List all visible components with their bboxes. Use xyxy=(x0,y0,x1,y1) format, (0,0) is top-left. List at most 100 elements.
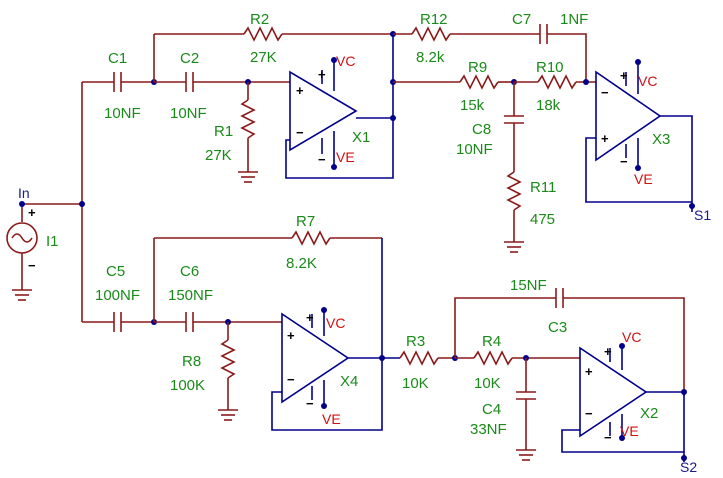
r11-value: 475 xyxy=(530,211,555,228)
r4-value: 10K xyxy=(474,375,501,392)
opamp-x2[interactable]: + − xyxy=(561,346,685,462)
x3-vc: VC xyxy=(638,73,657,89)
i1-ref: I1 xyxy=(46,233,59,250)
r10-value: 18k xyxy=(536,97,561,114)
svg-text:+: + xyxy=(287,328,295,343)
node-dot xyxy=(79,201,85,207)
svg-text:+: + xyxy=(620,68,628,83)
svg-text:+: + xyxy=(28,205,36,220)
c2-ref: C2 xyxy=(180,50,199,67)
node-dot xyxy=(321,403,327,409)
c2-value: 10NF xyxy=(170,105,207,122)
x2-vc: VC xyxy=(622,329,641,345)
resistor-r1[interactable] xyxy=(238,82,258,183)
c7-ref: C7 xyxy=(512,11,531,28)
r8-ref: R8 xyxy=(182,353,201,370)
c6-value: 150NF xyxy=(168,287,213,304)
resistor-r11[interactable] xyxy=(504,171,524,253)
c4-value: 33NF xyxy=(470,421,507,438)
svg-text:−: − xyxy=(287,372,295,387)
node-dot xyxy=(321,307,327,313)
x4-vc: VC xyxy=(326,315,345,331)
capacitor-c2[interactable] xyxy=(154,72,290,92)
node-dot xyxy=(331,164,337,170)
output-s1-node[interactable] xyxy=(689,203,695,209)
r2-ref: R2 xyxy=(250,11,269,28)
svg-text:+: + xyxy=(318,67,326,82)
capacitor-c4[interactable] xyxy=(516,358,536,461)
resistor-r9[interactable] xyxy=(459,74,514,90)
svg-text:+: + xyxy=(585,364,593,379)
r11-ref: R11 xyxy=(530,179,556,196)
c5-value: 100NF xyxy=(95,287,140,304)
r4-ref: R4 xyxy=(482,333,501,350)
resistor-r3[interactable] xyxy=(399,350,455,366)
x1-ve: VE xyxy=(336,149,355,165)
svg-text:−: − xyxy=(28,258,36,273)
node-dot xyxy=(583,79,589,85)
capacitor-c6[interactable] xyxy=(154,312,282,332)
r8-value: 100K xyxy=(170,377,205,394)
c8-value: 10NF xyxy=(456,141,493,158)
r12-value: 8.2k xyxy=(416,49,445,66)
c3-ref: C3 xyxy=(548,319,567,336)
resistor-r7[interactable] xyxy=(154,230,382,246)
r1-value: 27K xyxy=(205,147,232,164)
svg-text:−: − xyxy=(306,396,314,411)
svg-text:−: − xyxy=(604,430,612,445)
svg-text:−: − xyxy=(318,152,326,167)
svg-text:+: + xyxy=(601,131,609,146)
resistor-r2[interactable] xyxy=(154,26,393,42)
opamp-x1[interactable]: + − xyxy=(285,34,394,179)
svg-text:−: − xyxy=(601,85,609,100)
x4-ve: VE xyxy=(322,411,341,427)
resistor-r8[interactable] xyxy=(218,322,238,421)
svg-text:−: − xyxy=(296,125,304,140)
c1-value: 10NF xyxy=(104,105,141,122)
r9-ref: R9 xyxy=(468,59,487,76)
svg-text:+: + xyxy=(296,83,304,98)
capacitor-c8[interactable] xyxy=(504,82,524,172)
resistor-r12[interactable] xyxy=(393,26,540,42)
current-source-i1[interactable]: + − I1 xyxy=(6,205,59,301)
r1-ref: R1 xyxy=(214,123,233,140)
capacitor-c1[interactable] xyxy=(82,72,154,92)
node-dot xyxy=(635,59,641,65)
r2-value: 27K xyxy=(250,49,277,66)
c8-ref: C8 xyxy=(472,121,491,138)
c1-ref: C1 xyxy=(108,50,127,67)
r7-ref: R7 xyxy=(296,213,315,230)
r10-ref: R10 xyxy=(536,59,564,76)
x1-vc: VC xyxy=(336,53,355,69)
svg-text:−: − xyxy=(585,406,593,421)
r12-ref: R12 xyxy=(420,11,448,28)
output-s2-node[interactable] xyxy=(681,455,687,461)
opamp-x3[interactable]: − + xyxy=(585,62,693,212)
node-dot xyxy=(379,355,385,361)
c5-ref: C5 xyxy=(106,263,125,280)
input-net-label: In xyxy=(18,185,30,201)
x3-ve: VE xyxy=(634,171,653,187)
resistor-r4[interactable] xyxy=(455,350,580,366)
node-dot xyxy=(619,343,625,349)
node-dot xyxy=(681,389,687,395)
x2-ref: X2 xyxy=(640,405,658,422)
x4-ref: X4 xyxy=(340,373,358,390)
capacitor-c7[interactable] xyxy=(539,24,587,82)
x3-ref: X3 xyxy=(652,131,670,148)
opamp-x4[interactable]: + − xyxy=(271,238,400,431)
node-dot xyxy=(390,115,396,121)
r9-value: 15k xyxy=(460,97,485,114)
capacitor-c3[interactable] xyxy=(454,288,685,396)
r7-value: 8.2K xyxy=(286,255,317,272)
node-dot xyxy=(19,201,25,207)
c3-value: 15NF xyxy=(510,277,547,294)
node-dot xyxy=(619,435,625,441)
capacitor-c5[interactable] xyxy=(82,312,154,332)
svg-text:−: − xyxy=(620,154,628,169)
output-s2-label: S2 xyxy=(680,459,697,475)
c6-ref: C6 xyxy=(180,263,199,280)
output-s1-label: S1 xyxy=(694,207,711,223)
c7-value: 1NF xyxy=(560,11,588,28)
